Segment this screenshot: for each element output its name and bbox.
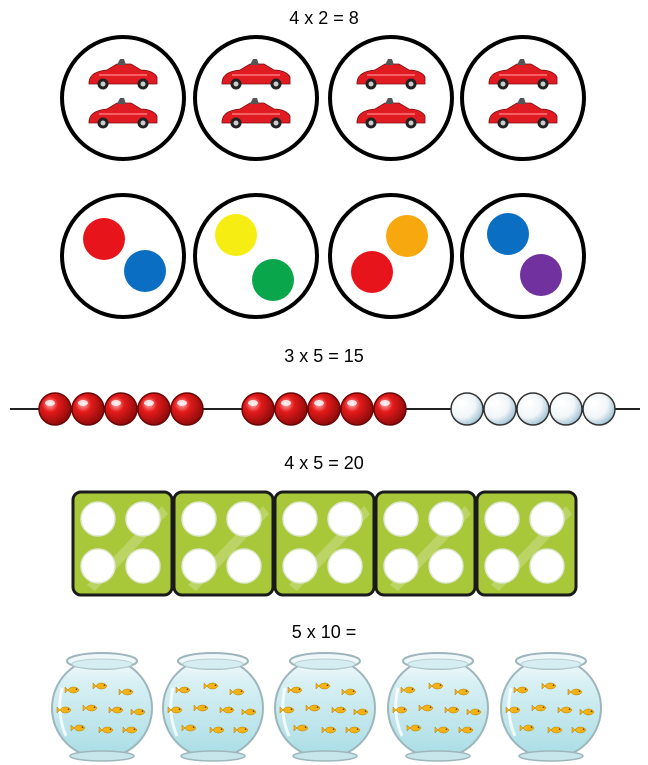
- white-bead: [484, 393, 516, 425]
- dot-group-circle: [62, 195, 184, 317]
- colored-dot: [215, 214, 257, 256]
- die-pip: [227, 502, 261, 536]
- dot-group-circle: [462, 195, 584, 317]
- fishbowl: [52, 653, 152, 761]
- car-groups: [62, 37, 584, 159]
- red-bead: [374, 393, 406, 425]
- white-bead: [550, 393, 582, 425]
- die-pip: [429, 549, 463, 583]
- white-bead: [451, 393, 483, 425]
- die-pip: [283, 549, 317, 583]
- colored-dot: [252, 259, 294, 301]
- car-group-circle: [62, 37, 184, 159]
- car-group-circle: [330, 37, 452, 159]
- bead-string: [10, 393, 640, 425]
- green-die: [477, 492, 576, 595]
- colored-dot: [351, 251, 393, 293]
- fishbowl: [163, 653, 263, 761]
- fishbowl: [388, 653, 488, 761]
- die-pip: [81, 549, 115, 583]
- red-bead: [275, 393, 307, 425]
- red-bead: [138, 393, 170, 425]
- red-bead: [308, 393, 340, 425]
- fishbowl: [501, 653, 601, 761]
- die-pip: [283, 502, 317, 536]
- green-die: [73, 492, 172, 595]
- colored-dot: [520, 254, 562, 296]
- die-pip: [530, 502, 564, 536]
- colored-dot: [124, 250, 166, 292]
- red-bead: [171, 393, 203, 425]
- red-bead: [341, 393, 373, 425]
- fishbowl-row: [52, 653, 601, 761]
- die-pip: [182, 502, 216, 536]
- car-group-circle: [195, 37, 317, 159]
- die-pip: [328, 502, 362, 536]
- red-bead: [39, 393, 71, 425]
- red-bead: [242, 393, 274, 425]
- die-pip: [227, 549, 261, 583]
- die-pip: [485, 502, 519, 536]
- colored-dot: [386, 215, 428, 257]
- die-pip: [485, 549, 519, 583]
- green-die: [376, 492, 475, 595]
- die-pip: [429, 502, 463, 536]
- green-die: [174, 492, 273, 595]
- red-bead: [105, 393, 137, 425]
- dot-group-circle: [195, 195, 317, 317]
- dice-row: [73, 492, 576, 595]
- car-group-circle: [462, 37, 584, 159]
- die-pip: [182, 549, 216, 583]
- die-pip: [81, 502, 115, 536]
- die-pip: [126, 502, 160, 536]
- die-pip: [328, 549, 362, 583]
- dot-groups: [62, 195, 584, 317]
- green-die: [275, 492, 374, 595]
- colored-dot: [487, 213, 529, 255]
- white-bead: [517, 393, 549, 425]
- die-pip: [126, 549, 160, 583]
- white-bead: [583, 393, 615, 425]
- red-bead: [72, 393, 104, 425]
- colored-dot: [83, 218, 125, 260]
- fishbowl: [275, 653, 375, 761]
- die-pip: [384, 549, 418, 583]
- die-pip: [530, 549, 564, 583]
- dot-group-circle: [330, 195, 452, 317]
- die-pip: [384, 502, 418, 536]
